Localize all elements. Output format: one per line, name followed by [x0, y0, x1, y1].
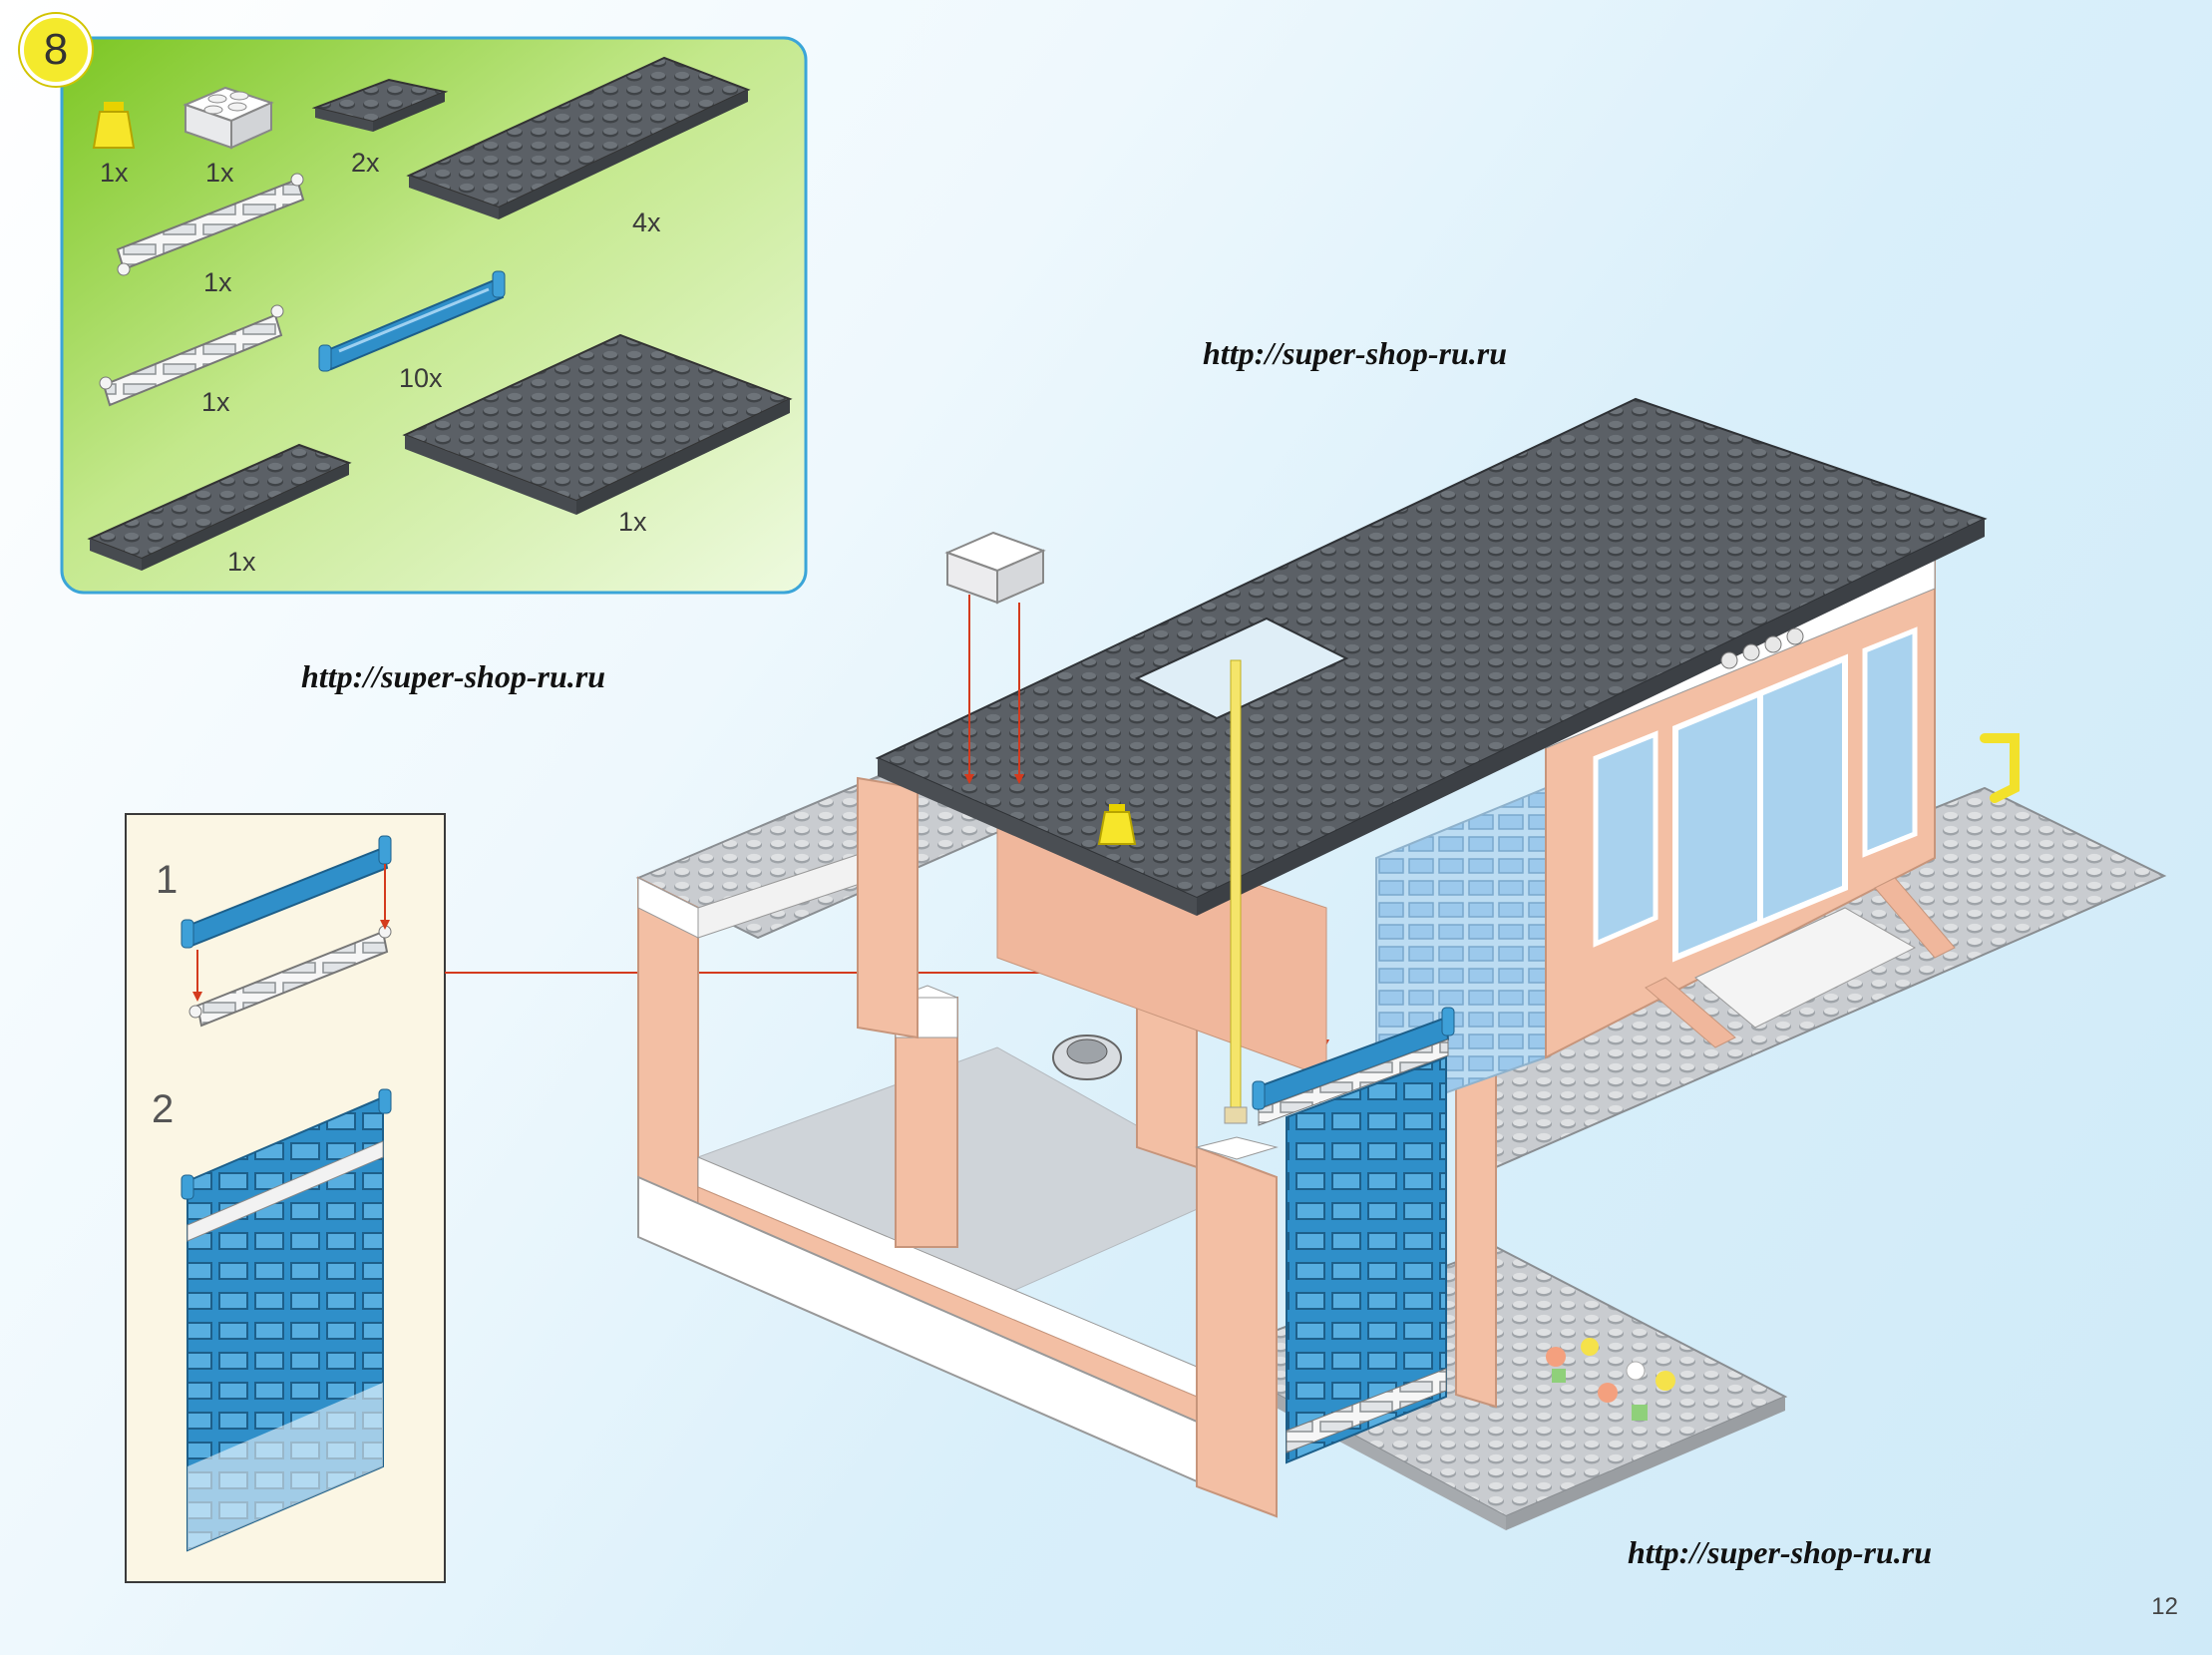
- white-brick-part: [183, 86, 274, 150]
- substep-1-label: 1: [156, 858, 179, 902]
- facade-window-right: [1862, 626, 1918, 858]
- pillar-front-right: [1195, 1136, 1279, 1518]
- roof-yellow-cone: [1097, 804, 1137, 845]
- page-number: 12: [2151, 1593, 2178, 1620]
- garage-door-installed: [1252, 1007, 1455, 1464]
- qty-gray-plate-large: 4x: [632, 207, 661, 237]
- parts-panel: 1x 1x 2x 4x: [60, 36, 808, 595]
- roof-opening: [1134, 617, 1349, 720]
- qty-gray-plate-2x4: 2x: [351, 148, 380, 178]
- watermark-url-top[interactable]: http://super-shop-ru.ru: [1203, 335, 1507, 371]
- watermark-url-bottom[interactable]: http://super-shop-ru.ru: [1628, 1534, 1932, 1570]
- qty-yellow-cone: 1x: [100, 158, 129, 188]
- floating-white-brick: [944, 531, 1046, 784]
- gray-plate-2x4-part: [311, 78, 449, 132]
- substep-1-illustration: [181, 835, 392, 1028]
- white-door-rail-a-part: [116, 173, 305, 276]
- gray-plate-8x10-part: [402, 333, 793, 515]
- qty-white-door-rail-a: 1x: [203, 267, 232, 297]
- substep-panel: [125, 813, 446, 1583]
- qty-gray-plate-2x8: 1x: [227, 547, 256, 577]
- gray-plate-2x8-part: [87, 443, 352, 571]
- flower-decorations: [1546, 1338, 1675, 1421]
- facade-window-left: [1593, 730, 1659, 948]
- qty-gray-plate-8x10: 1x: [618, 507, 647, 537]
- step-number-badge: 8: [20, 14, 92, 86]
- building-model: [635, 397, 2167, 1530]
- garage-gear-icon: [1052, 1034, 1122, 1080]
- qty-white-brick: 1x: [205, 158, 234, 188]
- qty-blue-door-panel: 10x: [399, 363, 443, 393]
- white-door-rail-b-part: [99, 304, 284, 407]
- blue-door-panel-part: [318, 270, 506, 372]
- pillar-back-left: [857, 776, 919, 1039]
- entrance-steps: [1694, 907, 1917, 1029]
- watermark-url-left[interactable]: http://super-shop-ru.ru: [301, 658, 605, 694]
- antenna-pole: [1224, 659, 1248, 1124]
- pillar-far-right: [1454, 1040, 1498, 1409]
- substep-2-illustration: [181, 1088, 392, 1552]
- substep-2-label: 2: [152, 1087, 175, 1131]
- roof-vents: [1720, 627, 1804, 669]
- yellow-cone-part: [92, 102, 136, 149]
- qty-white-door-rail-b: 1x: [201, 387, 230, 417]
- gray-plate-large-part: [406, 56, 751, 219]
